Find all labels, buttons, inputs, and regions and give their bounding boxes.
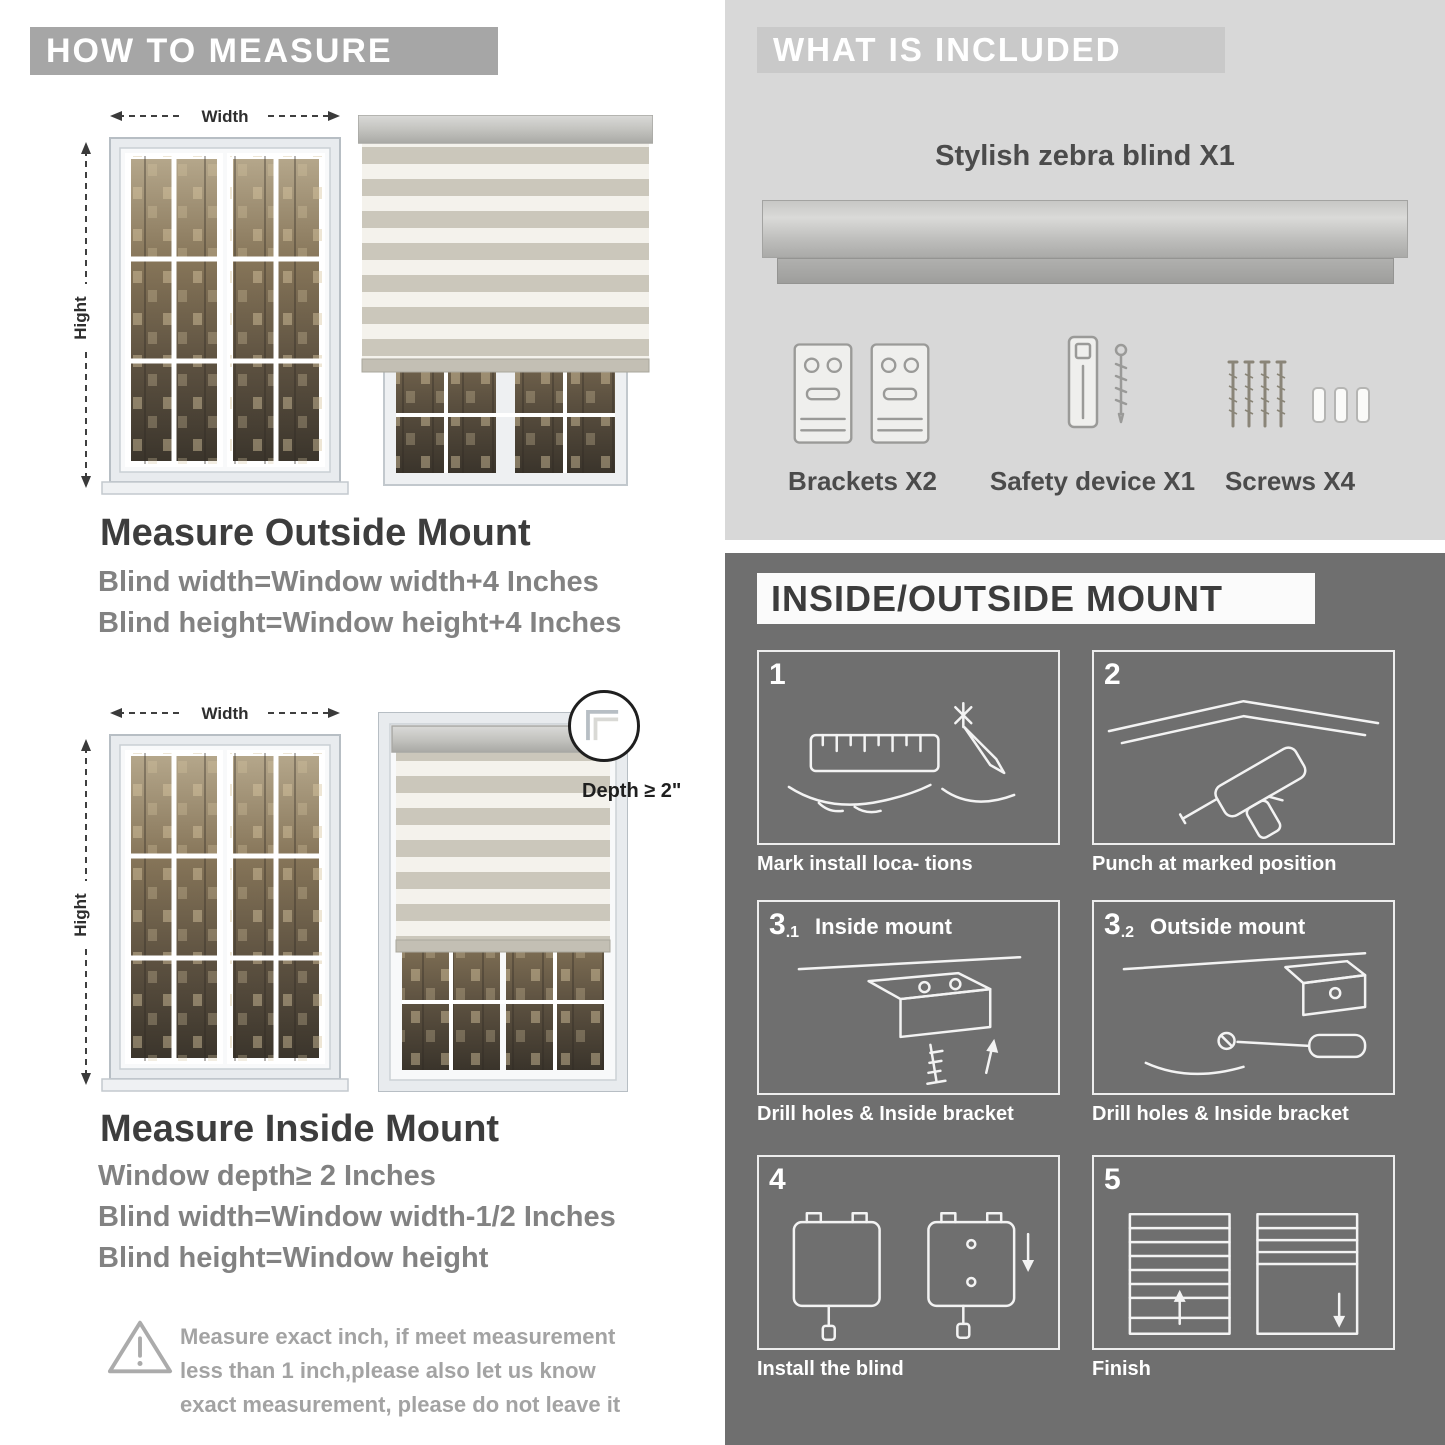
blind-headrail-underside	[777, 258, 1394, 284]
outside-mount-rule-1: Blind width=Window width+4 Inches	[98, 566, 599, 598]
inside-outside-mount-panel: INSIDE/OUTSIDE MOUNT 1	[725, 553, 1445, 1445]
step-1-panel: 1	[757, 650, 1060, 845]
step-3-1: 3 .1 Inside mount Drill holes	[757, 900, 1060, 1126]
step-2-panel: 2	[1092, 650, 1395, 845]
step-3-1-panel: 3 .1 Inside mount	[757, 900, 1060, 1095]
width-arrow: Width	[110, 704, 340, 723]
step-number: 4	[769, 1163, 786, 1196]
step-2: 2 Punch at marked position	[1092, 650, 1395, 876]
step-3-2-caption: Drill holes & Inside bracket	[1092, 1103, 1349, 1125]
step-number: 3	[1104, 908, 1121, 941]
step-1: 1 Mark install loca- tions	[757, 650, 1060, 876]
screws-label: Screws X4	[1224, 466, 1356, 496]
measure-inside-mount-title: Measure Inside Mount	[100, 1108, 500, 1150]
right-sash	[227, 153, 325, 467]
mark-location-illustration	[787, 701, 1016, 814]
inside-mount-rule-2: Blind width=Window width-1/2 Inches	[98, 1201, 616, 1233]
how-to-measure-title: HOW TO MEASURE	[46, 32, 393, 70]
measure-warning-text: Measure exact inch, if meet measurement …	[180, 1324, 621, 1418]
right-sash	[227, 750, 325, 1064]
height-arrow: Hight	[71, 739, 91, 1085]
width-label: Width	[201, 107, 248, 126]
step-5-caption: Finish	[1092, 1358, 1151, 1380]
step-4-panel: 4	[757, 1155, 1060, 1350]
what-is-included-title: WHAT IS INCLUDED	[773, 31, 1122, 68]
step-3-2-panel: 3 .2 Outside mount	[1092, 900, 1395, 1095]
inside-bracket-illustration	[797, 955, 1022, 1086]
step-3-2: 3 .2 Outside mount Drill holes & Inside	[1092, 900, 1395, 1126]
inside-mount-rule-1: Window depth≥ 2 Inches	[98, 1160, 436, 1192]
how-to-measure-header: HOW TO MEASURE	[30, 27, 498, 75]
step-number: 5	[1104, 1163, 1121, 1196]
height-label: Hight	[71, 893, 90, 937]
left-sash	[125, 153, 223, 467]
brackets-label: Brackets X2	[788, 466, 937, 496]
outside-mount-blind-illustration	[358, 115, 653, 486]
warning-icon	[107, 1320, 173, 1374]
zebra-blind-item-label: Stylish zebra blind X1	[935, 140, 1235, 172]
width-label: Width	[201, 704, 248, 723]
screws-icon	[1227, 360, 1370, 428]
drill-illustration	[1107, 699, 1380, 839]
outside-mount-rule-2: Blind height=Window height+4 Inches	[98, 607, 622, 639]
finished-blinds-illustration	[1128, 1212, 1359, 1336]
step-5-panel: 5	[1092, 1155, 1395, 1350]
step-1-caption: Mark install loca- tions	[757, 853, 973, 875]
height-label: Hight	[71, 296, 90, 340]
step-number: 3	[769, 908, 786, 941]
safety-device-label: Safety device X1	[989, 466, 1196, 496]
step-5: 5 Finish	[1092, 1155, 1395, 1381]
width-arrow: Width	[110, 107, 340, 126]
what-is-included-header: WHAT IS INCLUDED	[757, 27, 1225, 73]
left-sash	[125, 750, 223, 1064]
bracket-icon	[793, 343, 853, 444]
outside-mount-window-illustration: Width Hight	[71, 107, 349, 495]
safety-device-icon	[1067, 335, 1128, 429]
step-3-1-caption: Drill holes & Inside bracket	[757, 1103, 1014, 1125]
step-number: 2	[1104, 658, 1121, 691]
inside-mount-blind-illustration	[378, 712, 628, 1092]
outside-bracket-illustration	[1122, 951, 1367, 1076]
inside-mount-rule-3: Blind height=Window height	[98, 1242, 489, 1274]
inside-mount-window-illustration: Width Hight	[71, 704, 349, 1092]
measure-outside-mount-title: Measure Outside Mount	[100, 512, 531, 554]
height-arrow: Hight	[71, 142, 91, 488]
step-4: 4 Inst	[757, 1155, 1060, 1381]
step-4-caption: Install the blind	[757, 1358, 904, 1380]
bracket-icon	[870, 343, 930, 444]
depth-label: Depth ≥ 2"	[582, 780, 682, 802]
what-is-included-panel: WHAT IS INCLUDED Stylish zebra blind X1	[725, 0, 1445, 540]
blind-headrail-image	[762, 200, 1408, 258]
inside-outside-mount-header: INSIDE/OUTSIDE MOUNT	[757, 573, 1315, 624]
corner-detail-icon	[586, 709, 619, 741]
step-2-caption: Punch at marked position	[1092, 853, 1337, 875]
inside-outside-mount-title: INSIDE/OUTSIDE MOUNT	[771, 578, 1224, 619]
depth-callout-circle	[568, 690, 640, 762]
install-blind-illustration	[792, 1211, 1035, 1342]
step-number: 1	[769, 658, 786, 691]
